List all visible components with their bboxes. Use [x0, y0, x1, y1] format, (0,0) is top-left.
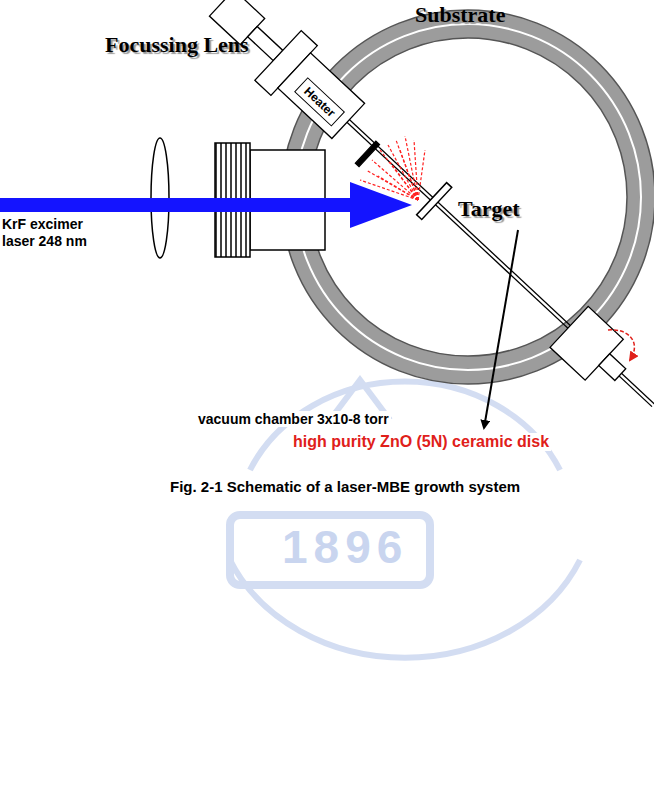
rotation-arrow: [608, 330, 634, 360]
part-label: Focussing Lens: [105, 32, 249, 58]
watermark: 1896: [282, 520, 408, 574]
source-label: KrF excimer laser 248 nm: [2, 216, 107, 250]
figure-caption: Fig. 2-1 Schematic of a laser-MBE growth…: [167, 478, 523, 495]
material-label: high purity ZnO (5N) ceramic disk: [291, 433, 551, 451]
ablation-plume: [360, 136, 425, 200]
part-label: Target: [458, 196, 520, 222]
part-label: Substrate: [415, 2, 505, 28]
condition-label: vacuum chamber 3x10-8 torr: [196, 411, 391, 427]
vacuum-chamber: [281, 10, 654, 384]
leader-arrow: [484, 230, 518, 428]
manipulator-rod: [199, 0, 654, 430]
